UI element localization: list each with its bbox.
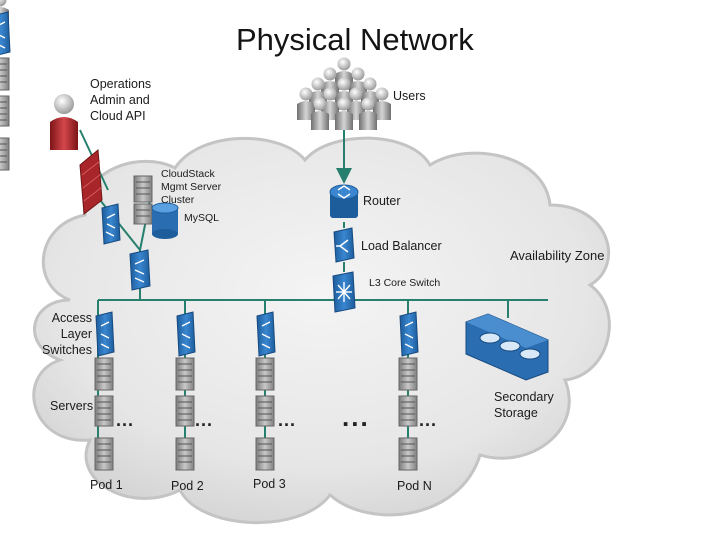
servers-label: Servers bbox=[50, 399, 94, 413]
mysql-database-icon bbox=[151, 202, 179, 239]
cloudstack-label: CloudStack Mgmt Server Cluster bbox=[161, 168, 222, 206]
mgmt-aggregation-switch-icon bbox=[129, 249, 151, 291]
ellipsis-large: ... bbox=[342, 402, 370, 432]
load-balancer-icon bbox=[333, 227, 355, 263]
ellipsis: ... bbox=[278, 410, 297, 430]
pod-label: Pod 1 bbox=[90, 478, 123, 492]
mysql-label: MySQL bbox=[184, 212, 220, 224]
firewall-icon bbox=[79, 148, 103, 215]
mgmt-switch-icon bbox=[101, 203, 121, 245]
pod-label: Pod 3 bbox=[253, 477, 286, 491]
availability-zone-label: Availability Zone bbox=[510, 248, 605, 263]
users-label: Users bbox=[393, 89, 426, 103]
ellipsis: ... bbox=[116, 410, 135, 430]
mgmt-server-cluster-icon bbox=[133, 175, 153, 225]
operations-label: Operations Admin and Cloud API bbox=[90, 77, 152, 123]
router-label: Router bbox=[363, 194, 401, 208]
secondary-storage-icon bbox=[465, 313, 549, 381]
router-icon bbox=[329, 184, 359, 218]
l3-core-switch-icon bbox=[332, 271, 356, 313]
access-switches-label: Access Layer Switches bbox=[41, 311, 92, 357]
ellipsis: ... bbox=[195, 410, 214, 430]
ellipsis: ... bbox=[419, 410, 438, 430]
load-balancer-label: Load Balancer bbox=[361, 239, 442, 253]
pod-label: Pod 2 bbox=[171, 479, 204, 493]
admin-person-icon bbox=[50, 94, 78, 150]
page-title: Physical Network bbox=[236, 22, 474, 57]
secondary-storage-label: Secondary Storage bbox=[494, 390, 554, 420]
pod-label: Pod N bbox=[397, 479, 432, 493]
l3-core-switch-label: L3 Core Switch bbox=[369, 277, 441, 289]
